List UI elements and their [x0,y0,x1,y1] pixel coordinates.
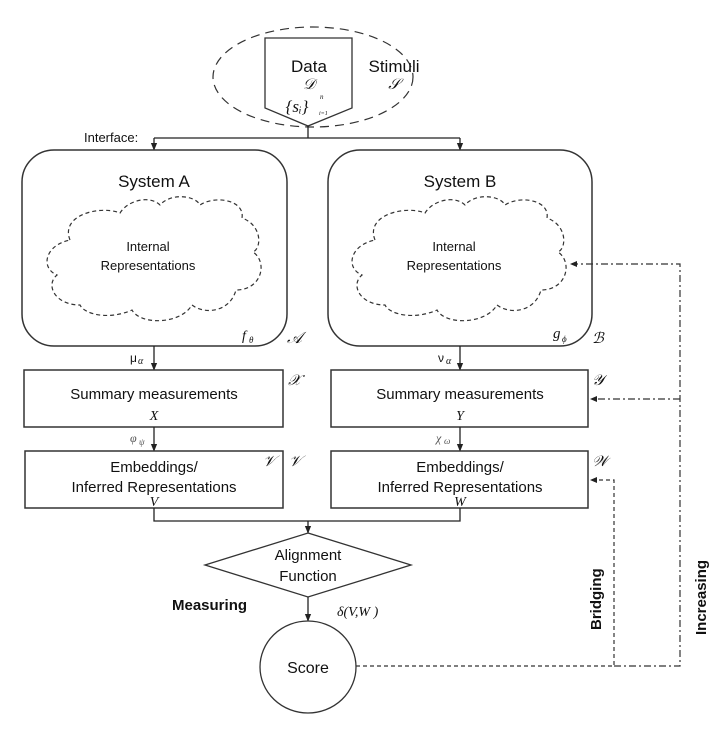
system-a-summary-map: μ [130,351,137,365]
set-sup: n [320,93,324,101]
system-a-embed-box [24,450,284,509]
alignment-line1: Alignment [275,547,343,564]
system-b-embed-box [330,450,589,509]
increasing-feedback-line [572,263,681,667]
system-a-space: 𝒜 [287,330,307,347]
system-a-summary-var: X [149,409,159,424]
bridging-arrowhead [590,477,597,483]
bridging-feedback-line [356,479,615,667]
stimuli-label: Stimuli [368,57,419,76]
system-a-embed-var: V [150,495,160,510]
system-a-embed-space: 𝒱 [289,454,306,470]
stimuli-symbol: 𝒮 [388,77,404,93]
system-a-summary-space: 𝒳 [288,373,305,389]
alignment-diamond [202,532,414,598]
system-b-summary-map-sub: α [446,356,452,367]
data-label: Data [291,57,327,76]
merge-line [153,508,461,522]
data-symbol: 𝒟 [303,77,318,93]
system-b-function: g [553,326,561,342]
set-notation: {sᵢ} [286,97,309,116]
system-b-summary-box [330,369,589,428]
system-b-embed-var: W [454,495,467,510]
system-b-function-sub: ϕ [562,334,567,344]
system-b-embed-line2: Inferred Representations [377,479,542,496]
increasing-arrowhead-internal [570,261,577,267]
system-b-summary-var: Y [456,409,466,424]
system-a-summary-map-sub: α [138,356,144,367]
score-label: Score [287,660,329,677]
system-a-embed-map-sub: ψ [139,437,145,447]
increasing-label: Increasing [693,560,710,635]
system-b-summary-label: Summary measurements [376,386,544,403]
system-a-cloud-line1: Internal [126,239,169,254]
score-circle [259,620,357,714]
system-a-summary-box [23,369,284,428]
system-b-cloud-line1: Internal [432,239,475,254]
delta-label: δ(V,W ) [337,605,379,620]
system-a-function: f [242,329,248,344]
system-a-function-sub: θ [249,335,254,345]
increasing-arrowhead-summary [590,396,597,402]
system-a-embed-map: φ [130,431,137,445]
system-a-summary-label: Summary measurements [70,386,238,403]
system-b-embed-line1: Embeddings/ [416,459,504,476]
system-b-summary-space: 𝒴 [592,373,608,389]
system-a-embed-line2: Inferred Representations [71,479,236,496]
system-b-embed-map-sub: ω [444,436,450,446]
system-b-cloud [351,196,567,322]
system-b-embed-map: χ [435,431,442,445]
system-b-embed-space: 𝒲 [592,454,611,470]
bridging-label: Bridging [588,568,605,630]
stimuli-ellipse [212,26,414,128]
system-a-embed-line1: Embeddings/ [110,459,198,476]
system-b-space: ℬ [592,331,605,347]
system-a-cloud-line2: Representations [101,258,196,273]
system-a-title: System A [118,172,190,191]
measuring-label: Measuring [172,597,247,614]
alignment-line2: Function [279,568,337,585]
system-b-title: System B [424,172,497,191]
set-sub: i=1 [319,111,328,117]
interface-label: Interface: [84,130,138,145]
system-a-cloud [46,196,262,322]
system-b-summary-map: ν [438,351,444,365]
system-b-cloud-line2: Representations [407,258,502,273]
data-pentagon [264,37,353,127]
